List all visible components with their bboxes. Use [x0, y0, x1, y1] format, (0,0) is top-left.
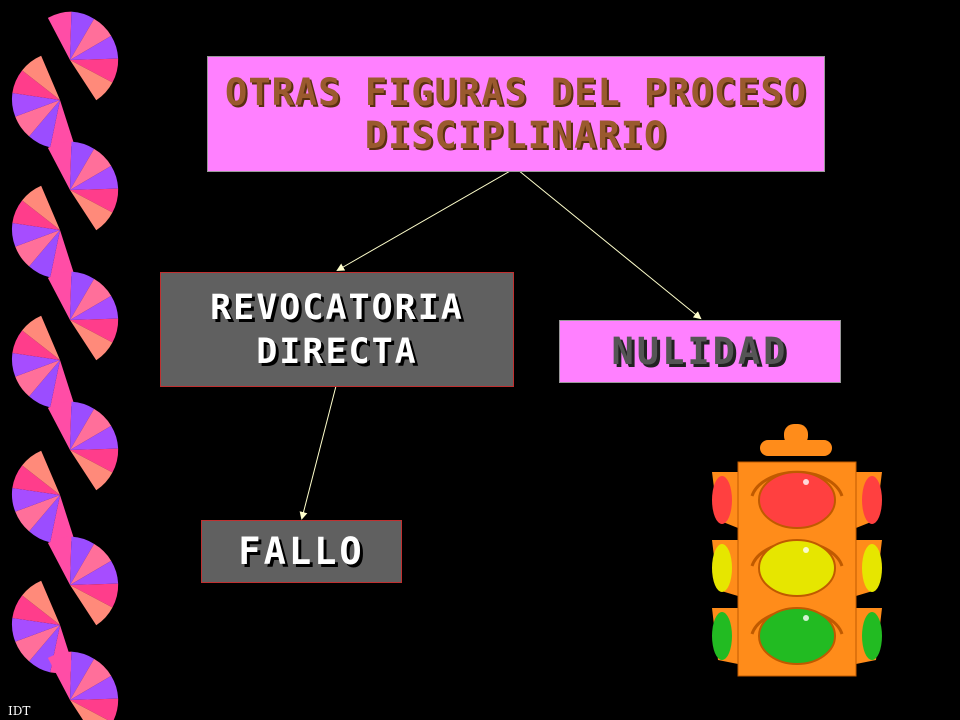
red-light — [758, 471, 836, 529]
yellow-light — [758, 539, 836, 597]
nulidad-box: NULIDAD — [559, 320, 841, 383]
revocatoria-text: REVOCATORIA DIRECTA — [210, 287, 464, 372]
green-light — [758, 607, 836, 665]
fallo-box: FALLO — [201, 520, 402, 583]
footer-initials: IDT — [8, 704, 31, 718]
title-text: OTRAS FIGURAS DEL PROCESO DISCIPLINARIO — [225, 71, 807, 157]
revocatoria-directa-box: REVOCATORIA DIRECTA — [160, 272, 514, 387]
fallo-text: FALLO — [238, 530, 365, 573]
arrow-revocatoria-to-fallo — [299, 385, 337, 520]
arrow-title-to-revocatoria — [336, 169, 513, 271]
arrow-title-to-nulidad — [517, 169, 702, 320]
nulidad-text: NULIDAD — [611, 330, 789, 373]
title-box: OTRAS FIGURAS DEL PROCESO DISCIPLINARIO — [207, 56, 825, 172]
